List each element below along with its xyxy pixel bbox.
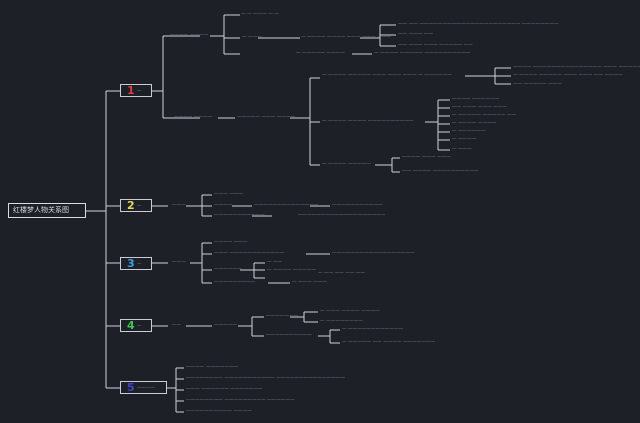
node-b2-b1[interactable]: —————————————— (254, 203, 319, 208)
node-b3-c2[interactable]: — ———— ————— (267, 268, 316, 273)
node-b1-top-b1a[interactable]: —— —— —————————————————————— ———————— (398, 22, 559, 27)
node-b3-b[interactable]: ——— ———————————— (214, 251, 285, 256)
node-b1-bot-a2e[interactable]: — —————— (452, 129, 486, 134)
node-b1-bot-a1c[interactable]: —— ————— ——— (513, 82, 562, 87)
node-b3-c[interactable]: —————— (214, 267, 242, 272)
node-b2-main[interactable]: ——— (172, 203, 186, 208)
node-b1-top-a[interactable]: — — ——— — — (241, 12, 279, 17)
branch-5-node[interactable]: 5 ———— (120, 381, 167, 394)
node-b3-d1[interactable]: — ——— ——— (292, 280, 328, 285)
node-b4-a1[interactable]: ——————— (266, 314, 299, 319)
node-b3-c3[interactable]: — —— —— —— —— (318, 271, 366, 276)
node-b5-a[interactable]: ———— ——————— (186, 365, 238, 370)
node-b3-main[interactable]: ——— (172, 260, 186, 265)
branch-5-suffix: ———— (137, 386, 155, 391)
node-b1-bot-a[interactable]: ————— ——— ———— (237, 115, 296, 120)
branch-3-suffix: — (137, 262, 142, 267)
node-b1-top-b1[interactable]: — ———— ———— ——— ——— ——— (301, 35, 391, 40)
branch-2-node[interactable]: 2 — (120, 199, 152, 212)
branch-4-number: 4 (127, 319, 135, 332)
node-b1-bot-a1b[interactable]: — ———— ————— ——— ——— —— ———— (513, 73, 623, 78)
node-b3-b1[interactable]: —————————————————— (332, 251, 415, 256)
node-b1-top-b[interactable]: — ——— (242, 35, 262, 40)
node-b1-bot-a2f[interactable]: — ———— (452, 137, 477, 142)
node-b3-d[interactable]: ————————— (214, 280, 256, 285)
branch-1-number: 1 (127, 84, 135, 97)
node-b5-e[interactable]: —————————— ———— (186, 409, 252, 414)
node-b1-bot[interactable]: ———— ———— (174, 115, 213, 120)
node-b1-bot-a3b[interactable]: —— ———— —————————— (402, 169, 479, 174)
node-b1-bot-a2d[interactable]: — ———— ———— (452, 121, 497, 126)
node-b2-c[interactable]: ——————————— (214, 213, 265, 218)
node-b4-a1a[interactable]: — ——— ———— ———— (320, 309, 380, 314)
branch-2-number: 2 (127, 199, 135, 212)
node-b4-a2a[interactable]: — ———————————— (342, 327, 404, 332)
node-b1-top[interactable]: ———— ———— (170, 33, 209, 38)
node-b1-bot-a2[interactable]: — ———— ———— —————————— (322, 119, 414, 124)
node-b2-a[interactable]: ——— ——— (214, 192, 244, 197)
node-b1-bot-a3[interactable]: — ———— ————— (322, 162, 371, 167)
node-b4-a2b[interactable]: — ————— —— ———— ——————— (342, 340, 436, 345)
node-b1-bot-a3a[interactable]: ———— ——— ——— (402, 155, 451, 160)
node-b1-bot-a2c[interactable]: — ————— ————— —— (452, 113, 517, 118)
branch-1-suffix: — (137, 89, 142, 94)
node-b1-top-c[interactable]: — ————— ———— (296, 51, 345, 56)
branch-1-node[interactable]: 1 — (120, 84, 152, 97)
node-b3-c1[interactable]: — —— (267, 260, 283, 265)
branch-3-node[interactable]: 3 — (120, 257, 152, 270)
node-b1-top-c1[interactable]: — ———— ————— —————————— (374, 51, 471, 56)
branch-4-suffix: — (137, 324, 142, 329)
node-b1-bot-a1a[interactable]: ———— ——————————————— ——— ————— ——— (513, 65, 640, 70)
branch-3-number: 3 (127, 257, 135, 270)
branch-2-suffix: — (137, 204, 142, 209)
node-b1-bot-a1[interactable]: — ———— ————— ——— ——— ——— — —————— (322, 73, 452, 78)
node-b5-d[interactable]: ———————— ————————— —————— (186, 398, 295, 403)
node-b5-c[interactable]: ——— —————— ——————— (186, 387, 263, 392)
node-b4-a1b[interactable]: — ———————— (320, 319, 363, 324)
root-node[interactable]: 红楼梦人物关系图 (8, 203, 86, 218)
node-b4-a[interactable]: ————— (214, 323, 237, 328)
node-b2-c1[interactable]: ——————————————————— (298, 213, 386, 218)
node-b1-top-b1c[interactable]: —— ——— ——— ————— —— (398, 43, 473, 48)
node-b1-bot-a2g[interactable]: — ——— (452, 147, 472, 152)
node-b4-a2[interactable]: —————————— (266, 333, 312, 338)
node-b1-bot-a2a[interactable]: ———— —————— (452, 97, 500, 102)
node-b3-a[interactable]: ———— ——— (214, 240, 248, 245)
node-b2-b2[interactable]: ——————————— (332, 203, 383, 208)
branch-5-number: 5 (127, 381, 135, 394)
branch-4-node[interactable]: 4 — (120, 319, 152, 332)
node-b1-bot-a2b[interactable]: —— ——— ——— ——— (452, 105, 507, 110)
node-b4-main[interactable]: —— (172, 323, 182, 328)
node-b5-b[interactable]: ———————— ——————————— ——————————————— (186, 376, 346, 381)
node-b1-top-b1b[interactable]: —— ——— —— (398, 32, 434, 37)
root-label: 红楼梦人物关系图 (13, 206, 69, 214)
node-b2-b[interactable]: ———— (214, 203, 233, 208)
